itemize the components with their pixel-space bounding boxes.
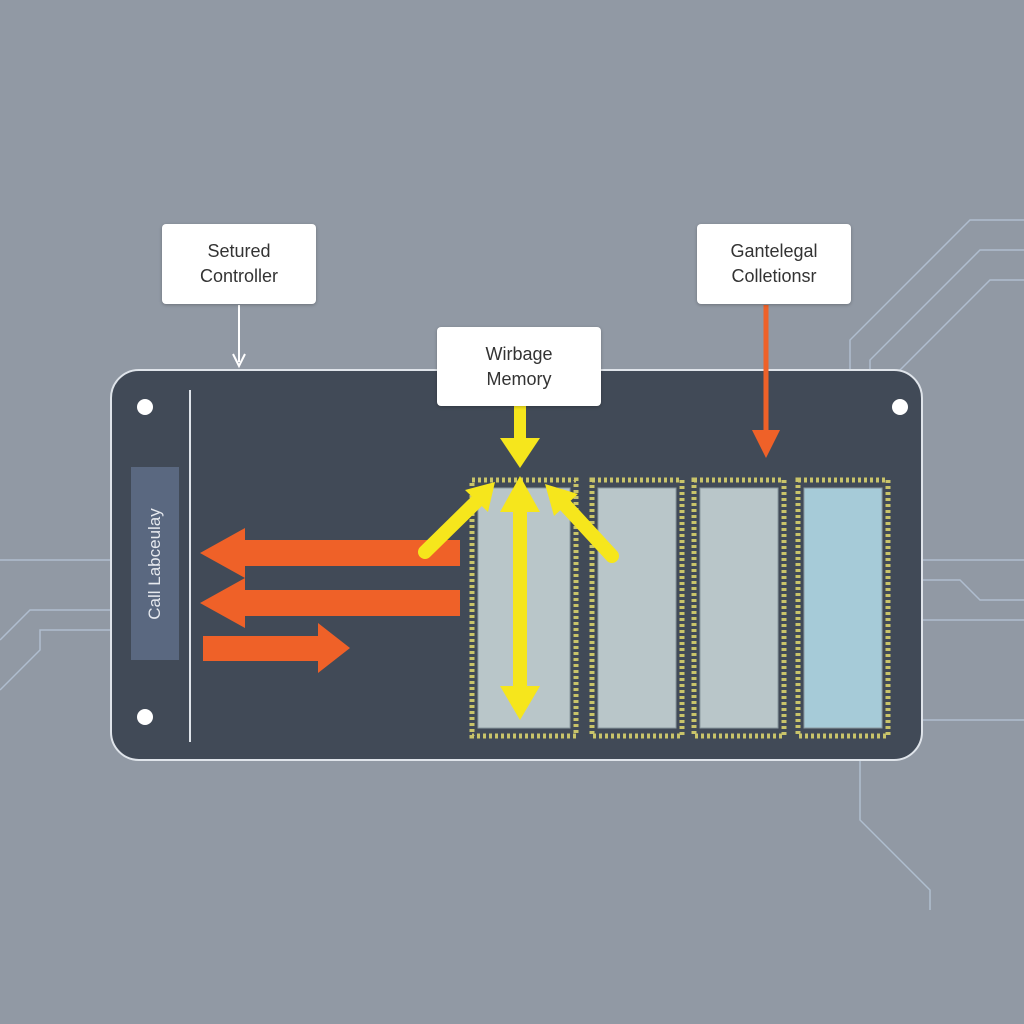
memory-chip	[691, 477, 787, 739]
memory-label-line2: Memory	[486, 368, 552, 389]
controller-label-line2: Controller	[199, 266, 279, 286]
memory-chip	[589, 477, 685, 739]
controller-label-line1: Setured	[207, 241, 271, 261]
collections-label: Gantelegal Colletionsr	[697, 224, 851, 304]
memory-label-line1: Wirbage	[485, 343, 553, 364]
controller-label: Setured Controller	[162, 224, 316, 304]
memory-label: Wirbage Memory	[437, 327, 601, 406]
collections-label-line1: Gantelegal	[730, 241, 818, 261]
side-label: Call Labceulay	[131, 467, 179, 660]
connector-arrows	[232, 305, 780, 458]
arrow-right-1	[203, 623, 350, 673]
mounting-holes	[137, 399, 908, 725]
memory-chip	[795, 477, 891, 739]
arrow-left-1	[200, 528, 460, 578]
side-label-text: Call Labceulay	[145, 507, 164, 620]
yellow-arrows	[418, 405, 619, 720]
memory-chips	[469, 477, 891, 739]
orange-arrows	[200, 528, 460, 673]
circuit-traces	[0, 219, 1024, 910]
arrow-left-2	[200, 578, 460, 628]
collections-label-line2: Colletionsr	[731, 266, 817, 286]
